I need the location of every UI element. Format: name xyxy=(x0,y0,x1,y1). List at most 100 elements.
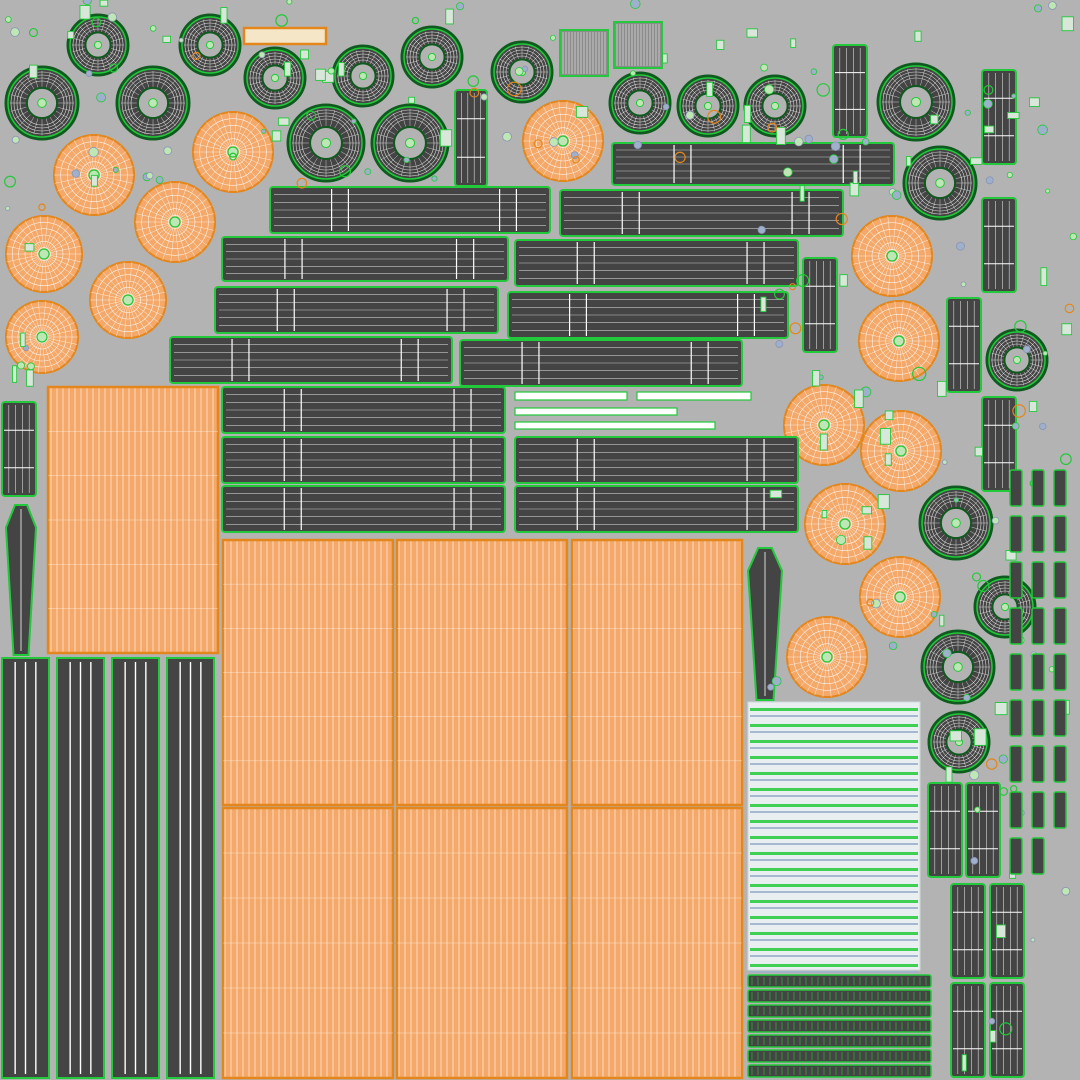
sliver-chip xyxy=(1031,791,1045,829)
small-dot xyxy=(942,648,952,658)
sliver-chip xyxy=(1031,699,1045,737)
small-dot xyxy=(5,16,12,23)
small-dot xyxy=(760,63,769,72)
small-dot xyxy=(953,497,959,503)
small-ring xyxy=(1014,320,1027,333)
small-ring xyxy=(38,203,46,211)
stripe-line xyxy=(750,923,918,925)
sliver-chip xyxy=(1009,745,1023,783)
small-chip xyxy=(79,5,91,20)
small-dot xyxy=(327,67,335,75)
small-dot xyxy=(456,2,465,11)
small-dot xyxy=(1011,93,1017,99)
small-dot xyxy=(1037,124,1048,136)
small-chip xyxy=(315,68,326,81)
small-chip xyxy=(20,332,26,348)
sliver-chip xyxy=(1009,699,1023,737)
green-bar-stack xyxy=(747,974,932,1078)
stripe-line xyxy=(750,708,918,711)
stripe-line xyxy=(750,884,918,887)
capsule-piece xyxy=(454,89,488,187)
small-dot xyxy=(17,361,26,370)
small-dot xyxy=(261,128,267,134)
small-dot xyxy=(286,0,293,5)
small-dot xyxy=(10,27,20,37)
sliver-chip xyxy=(1031,561,1045,599)
tire-ring xyxy=(400,25,464,89)
small-dot xyxy=(767,683,775,691)
sliver-chip xyxy=(1053,791,1067,829)
small-chip xyxy=(271,130,282,142)
small-ring xyxy=(91,17,102,28)
small-dot xyxy=(27,362,35,371)
small-chip xyxy=(914,30,922,42)
small-chip xyxy=(974,446,983,457)
dark-vertical-strip xyxy=(166,657,215,1079)
small-dot xyxy=(861,138,870,146)
cylinder-strip xyxy=(221,386,506,434)
small-dot xyxy=(178,37,184,43)
small-dot xyxy=(502,131,512,142)
small-chip xyxy=(1028,400,1038,412)
tire-ring xyxy=(973,575,1037,639)
small-chip xyxy=(961,1054,967,1072)
green-bar xyxy=(747,989,932,1003)
small-chip xyxy=(799,185,805,202)
tire-ring xyxy=(920,629,996,705)
tire-ring xyxy=(985,328,1049,392)
small-chip xyxy=(884,410,894,421)
stripe-line xyxy=(750,820,918,823)
small-ring xyxy=(971,572,982,582)
small-dot xyxy=(662,103,670,111)
stripe-line xyxy=(750,756,918,759)
small-dot xyxy=(112,166,119,173)
capsule-piece xyxy=(927,782,963,878)
small-dot xyxy=(514,67,524,76)
sliver-chip xyxy=(1053,607,1067,645)
small-chip xyxy=(849,182,860,197)
small-ring xyxy=(773,288,785,300)
small-ring xyxy=(866,598,875,607)
orange-wheel-disc xyxy=(89,261,167,339)
small-chip xyxy=(852,170,859,185)
small-chip xyxy=(1040,267,1048,287)
small-ring xyxy=(192,51,201,61)
small-dot xyxy=(480,93,488,101)
cylinder-strip xyxy=(459,339,743,387)
small-dot xyxy=(891,190,902,200)
small-dot xyxy=(1034,4,1043,13)
small-dot xyxy=(764,84,775,95)
tire-rings-group xyxy=(4,13,1049,774)
orange-wheel-disc xyxy=(859,556,941,638)
small-ring xyxy=(1064,303,1075,314)
small-dot xyxy=(155,176,164,184)
thin-sliver xyxy=(514,391,628,401)
stripe-line xyxy=(750,836,918,839)
tire-ring xyxy=(927,710,991,774)
cylinder-strip xyxy=(514,485,799,533)
small-dot xyxy=(685,110,695,120)
small-dot xyxy=(431,175,438,182)
small-chip xyxy=(769,489,783,499)
small-chip xyxy=(877,494,890,510)
small-chip xyxy=(24,243,35,252)
small-ring xyxy=(4,175,17,188)
small-chip xyxy=(575,106,589,118)
small-dot xyxy=(810,68,818,75)
stripe-line xyxy=(750,772,918,775)
small-ring xyxy=(816,83,831,97)
sliver-chip xyxy=(1009,837,1023,875)
small-dot xyxy=(258,51,266,59)
cylinder-strip xyxy=(611,142,895,186)
small-dot xyxy=(351,118,357,124)
small-chip xyxy=(989,1030,997,1043)
small-dot xyxy=(1061,886,1071,896)
stripe-line xyxy=(750,939,918,941)
orange-wheel-discs-group xyxy=(5,100,942,698)
small-chip xyxy=(930,114,939,125)
small-chip xyxy=(90,174,98,187)
small-dot xyxy=(956,241,965,251)
dark-cylinder-strips-group xyxy=(169,142,895,533)
stripe-line xyxy=(750,811,918,813)
small-ring xyxy=(572,155,580,164)
